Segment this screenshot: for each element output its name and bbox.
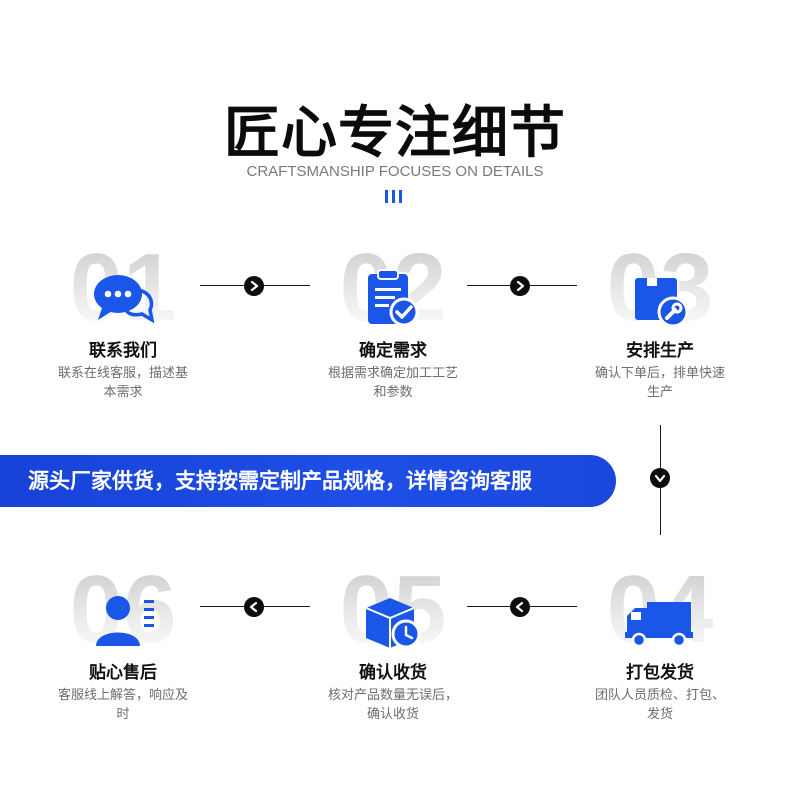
step-description: 确认下单后，排单快速生产 (595, 366, 726, 400)
step-description: 核对产品数量无误后，确认收货 (328, 688, 459, 722)
chat-bubbles-icon (94, 275, 155, 324)
wrench-box-icon (635, 278, 689, 328)
support-person-icon (96, 596, 154, 646)
step-label: 确认收货 (359, 663, 427, 683)
arrow-left-icon (244, 597, 264, 617)
page-subtitle: CRAFTSMANSHIP FOCUSES ON DETAILS (246, 163, 544, 180)
step-02: 02 确定需求 根据需求确定加工工艺和参数 (298, 240, 488, 440)
promo-banner: 源头厂家供货，支持按需定制产品规格，详情咨询客服 (0, 455, 616, 507)
arrow-left-icon (510, 597, 530, 617)
step-05: 05 确认收货 核对产品数量无误后，确认收货 (298, 562, 488, 762)
title-accent-bars (385, 190, 409, 203)
step-label: 安排生产 (626, 341, 694, 361)
step-label: 联系我们 (89, 341, 157, 361)
arrow-down-icon (650, 468, 670, 488)
delivery-truck-icon (625, 602, 693, 648)
clipboard-check-icon (368, 269, 419, 327)
step-06: 06 贴心售后 客服线上解答，响应及时 (28, 562, 218, 762)
step-label: 打包发货 (626, 663, 694, 683)
arrow-right-icon (510, 276, 530, 296)
step-03: 03 安排生产 确认下单后，排单快速生产 (565, 240, 755, 440)
step-01: 01 联系我们 联系在线客服，描述基本需求 (28, 240, 218, 440)
step-description: 客服线上解答，响应及时 (58, 688, 189, 722)
page-title: 匠心专注细节 (224, 101, 566, 166)
step-04: 04 打包发货 团队人员质检、打包、发货 (565, 562, 755, 762)
package-clock-icon (365, 598, 421, 649)
step-label: 确定需求 (359, 341, 427, 361)
step-description: 根据需求确定加工工艺和参数 (328, 366, 459, 400)
step-description: 团队人员质检、打包、发货 (595, 688, 726, 722)
step-label: 贴心售后 (89, 663, 157, 683)
step-description: 联系在线客服，描述基本需求 (58, 366, 189, 400)
arrow-right-icon (244, 276, 264, 296)
